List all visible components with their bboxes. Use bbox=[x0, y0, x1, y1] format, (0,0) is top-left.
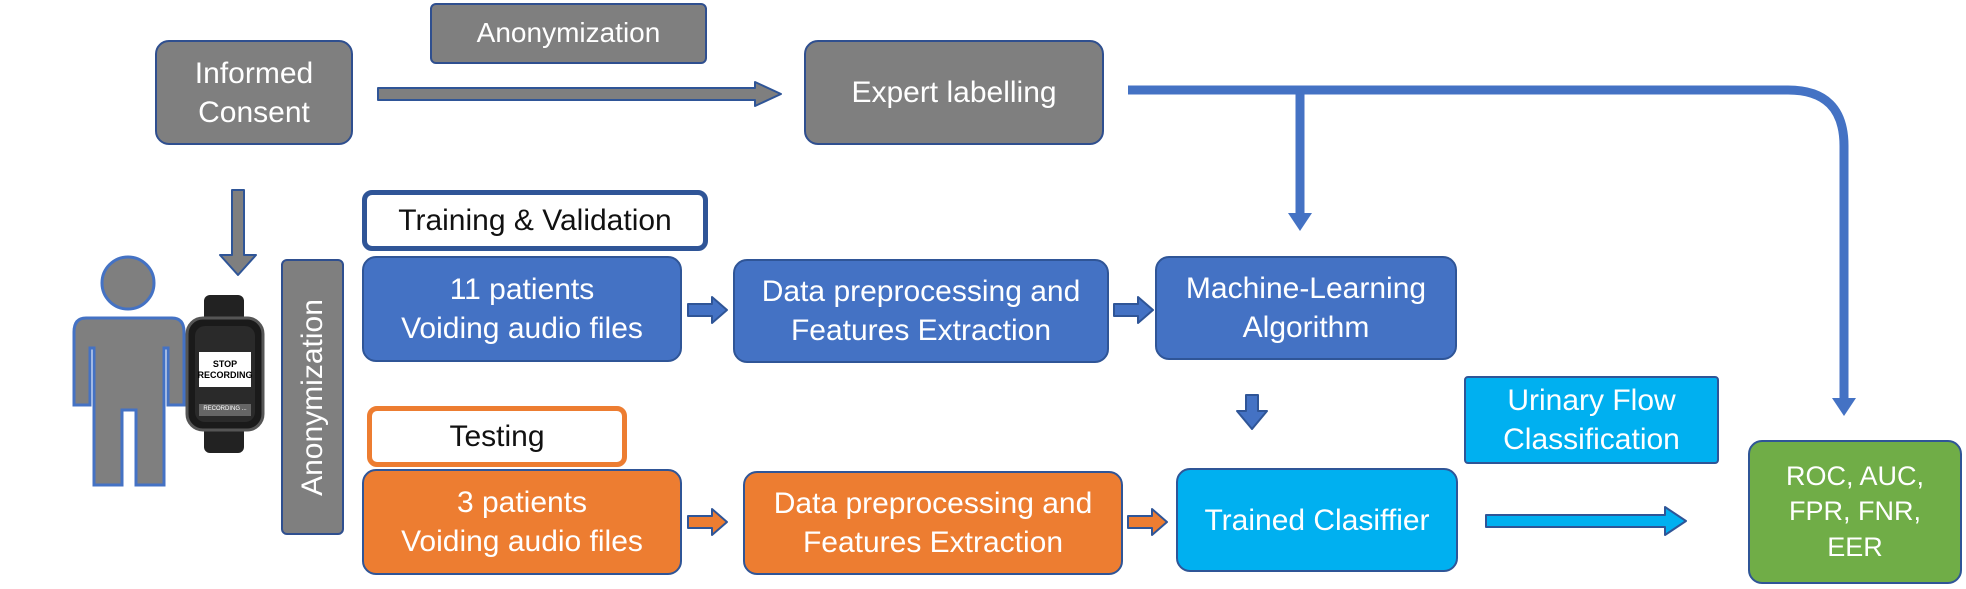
watch-status-text: RECORDING ... bbox=[203, 406, 247, 413]
anonymization-side-box: Anonymization bbox=[281, 259, 344, 535]
training-patients-box: 11 patients Voiding audio files bbox=[362, 256, 682, 362]
testing-label: Testing bbox=[367, 406, 627, 467]
trained-classifier-box: Trained Clasiffier bbox=[1176, 468, 1458, 572]
arrow-consent-to-labelling bbox=[377, 81, 782, 107]
arrowhead-to-algorithm bbox=[1288, 213, 1312, 231]
person-icon bbox=[72, 255, 186, 487]
arrow-training-to-preprocessing bbox=[687, 296, 728, 324]
training-validation-label: Training & Validation bbox=[362, 190, 708, 251]
arrow-preprocessing-to-algorithm bbox=[1113, 296, 1154, 324]
smartwatch-icon bbox=[185, 295, 265, 453]
training-preprocessing-box: Data preprocessing and Features Extracti… bbox=[733, 259, 1109, 363]
arrow-classifier-to-metrics bbox=[1485, 506, 1687, 536]
ml-algorithm-box: Machine-Learning Algorithm bbox=[1155, 256, 1457, 360]
metrics-box: ROC, AUC, FPR, FNR, EER bbox=[1748, 440, 1962, 584]
expert-labelling-box: Expert labelling bbox=[804, 40, 1104, 145]
anonymization-top-box: Anonymization bbox=[430, 3, 707, 64]
watch-button-text: STOP RECORDING bbox=[197, 359, 253, 380]
arrowhead-to-metrics bbox=[1832, 398, 1856, 416]
connector-labelling-to-metrics bbox=[1128, 85, 1849, 400]
testing-preprocessing-box: Data preprocessing and Features Extracti… bbox=[743, 471, 1123, 575]
anonymization-side-label: Anonymization bbox=[296, 298, 329, 496]
arrow-algorithm-to-classifier bbox=[1236, 394, 1268, 430]
arrow-testing-to-preprocessing bbox=[687, 508, 728, 536]
informed-consent-box: Informed Consent bbox=[155, 40, 353, 145]
arrow-preprocessing-to-classifier bbox=[1127, 508, 1168, 536]
testing-patients-box: 3 patients Voiding audio files bbox=[362, 469, 682, 575]
arrow-consent-to-patient bbox=[219, 189, 257, 276]
urinary-flow-box: Urinary Flow Classification bbox=[1464, 376, 1719, 464]
